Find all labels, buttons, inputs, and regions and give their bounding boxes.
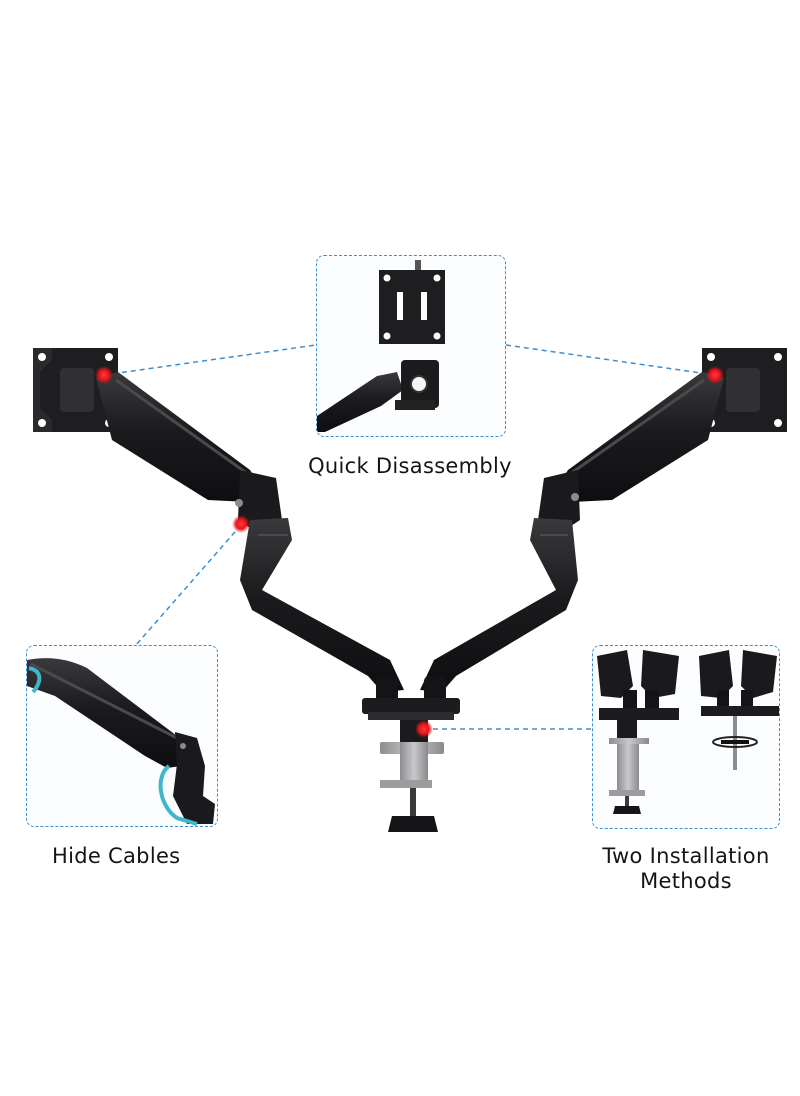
right-upper-arm (538, 372, 724, 536)
hide-cables-callout-box (26, 645, 218, 827)
left-upper-arm (96, 372, 282, 536)
two-installation-methods-line2: Methods (640, 869, 732, 893)
desk-clamp (380, 720, 444, 832)
two-installation-methods-callout-box (592, 645, 780, 829)
marker-clamp (415, 720, 433, 738)
callout-connector-lines (103, 344, 716, 730)
right-vesa-plate (702, 348, 787, 432)
two-installation-methods-line1: Two Installation (602, 844, 770, 868)
feature-markers (95, 366, 724, 738)
quick-disassembly-detail (317, 260, 445, 432)
quick-disassembly-callout-box (316, 255, 506, 437)
right-lower-arm (420, 518, 578, 692)
marker-left-joint (232, 515, 250, 533)
two-installation-methods-label: Two Installation Methods (586, 844, 786, 894)
marker-right-vesa (706, 366, 724, 384)
hide-cables-label: Hide Cables (52, 844, 181, 868)
left-vesa-plate (33, 348, 118, 432)
marker-left-vesa (95, 366, 113, 384)
quick-disassembly-label: Quick Disassembly (308, 454, 512, 478)
grommet-mount-option (699, 650, 779, 770)
hide-cables-detail (27, 658, 215, 826)
center-post (362, 676, 460, 720)
clamp-mount-option (597, 650, 679, 814)
two-installation-methods-detail (597, 650, 779, 814)
left-lower-arm (240, 518, 404, 692)
